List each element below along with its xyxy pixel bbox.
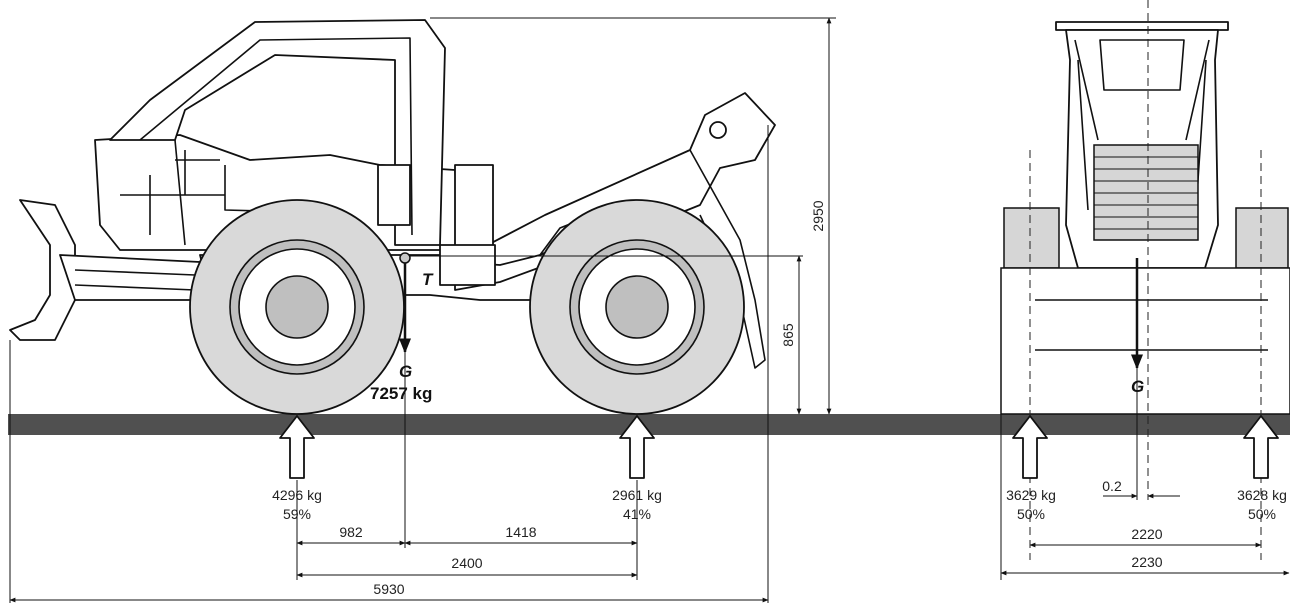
dimension-cg-height: 865 bbox=[780, 255, 802, 415]
front-wheel bbox=[189, 199, 405, 415]
dimension-track-width: 2220 bbox=[1029, 526, 1262, 548]
left-wheel-load-arrow bbox=[1012, 415, 1048, 479]
svg-text:2230: 2230 bbox=[1131, 554, 1162, 570]
svg-text:5930: 5930 bbox=[373, 581, 404, 597]
dimension-cg-offset: 0.2 bbox=[1102, 478, 1180, 499]
rear-axle-load-arrow bbox=[619, 415, 655, 479]
front-axle-load-arrow bbox=[279, 415, 315, 479]
left-wheel-load-percent: 50% bbox=[1017, 506, 1045, 522]
dimension-overall-length: 5930 bbox=[9, 581, 769, 603]
svg-text:1418: 1418 bbox=[505, 524, 536, 540]
right-wheel-load-kg: 3628 kg bbox=[1237, 487, 1287, 503]
vehicle-weight-label: 7257 kg bbox=[370, 384, 432, 403]
center-of-gravity-label: T bbox=[422, 270, 434, 289]
svg-text:2220: 2220 bbox=[1131, 526, 1162, 542]
ground-strip-side bbox=[8, 414, 1290, 435]
right-wheel-load-percent: 50% bbox=[1248, 506, 1276, 522]
svg-text:0.2: 0.2 bbox=[1102, 478, 1122, 494]
dimension-wheelbase: 2400 bbox=[296, 555, 638, 578]
dimension-overall-height: 2950 bbox=[810, 17, 832, 415]
dimension-front-to-cg: 982 bbox=[296, 524, 406, 546]
svg-text:865: 865 bbox=[780, 323, 796, 347]
gravity-label-rear: G bbox=[1131, 377, 1144, 396]
left-wheel-load-kg: 3629 kg bbox=[1006, 487, 1056, 503]
center-of-gravity-point bbox=[399, 252, 411, 264]
dimension-cg-to-rear: 1418 bbox=[404, 524, 638, 546]
svg-text:2400: 2400 bbox=[451, 555, 482, 571]
svg-text:982: 982 bbox=[339, 524, 363, 540]
rear-wheel bbox=[529, 199, 745, 415]
dimension-overall-width: 2230 bbox=[1000, 554, 1290, 576]
right-wheel-load-arrow bbox=[1243, 415, 1279, 479]
gravity-label-side: G bbox=[399, 362, 412, 381]
rear-view-skidder bbox=[1000, 21, 1290, 415]
svg-text:2950: 2950 bbox=[810, 200, 826, 231]
